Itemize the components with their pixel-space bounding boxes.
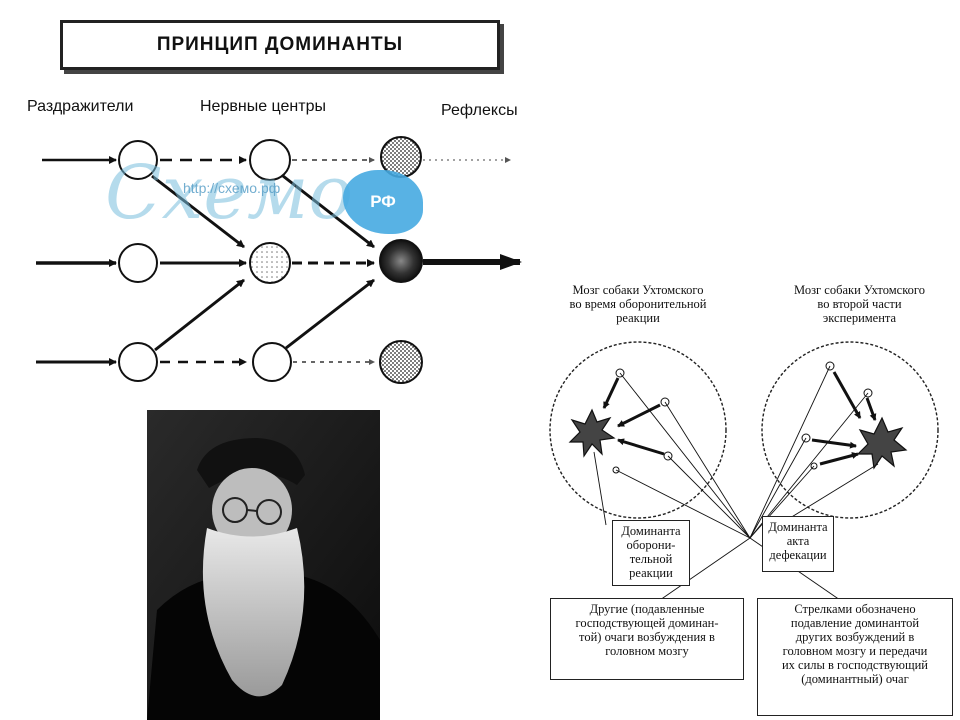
suppressed-foci-box: Другие (подавленные господствующей домин…	[550, 598, 744, 680]
box-line: Доминанта	[621, 524, 681, 538]
center-neuron-3	[252, 342, 292, 382]
center-neuron-1	[249, 139, 291, 181]
reflex-neuron-1	[380, 136, 422, 178]
box-line: оборони-	[626, 538, 676, 552]
right-caption-line-3: эксперимента	[822, 311, 897, 325]
box-line: подавление доминантой	[790, 616, 920, 630]
link-1-2	[151, 174, 245, 249]
right-brain-outline	[761, 341, 939, 519]
left-brain-caption: Мозг собаки Ухтомского во время оборонит…	[548, 283, 728, 325]
label-centers: Нервные центры	[200, 98, 326, 115]
left-caption-line-1: Мозг собаки Ухтомского	[572, 283, 704, 297]
box-line: Другие (подавленные	[589, 602, 705, 616]
stimulus-neuron-2	[118, 243, 158, 283]
title-box: ПРИНЦИП ДОМИНАНТЫ	[60, 20, 500, 70]
label-reflexes: Рефлексы	[441, 102, 518, 119]
box-line: (доминантный) очаг	[801, 672, 909, 686]
box-line: господствующей доминан-	[575, 616, 719, 630]
right-dominant-focus	[856, 416, 908, 470]
dominant-defense-box: Доминанта оборони- тельной реакции	[612, 520, 690, 586]
dominant-reflex-neuron	[379, 239, 423, 283]
diagram-title: ПРИНЦИП ДОМИНАНТЫ	[156, 34, 404, 55]
left-dominant-focus	[568, 408, 616, 458]
left-caption-line-3: реакции	[616, 311, 660, 325]
box-line: головном мозгу и передачи	[782, 644, 928, 658]
beard	[202, 528, 305, 697]
link-3-2	[154, 278, 245, 352]
dominance-network-diagram	[36, 136, 522, 384]
left-brain-outline	[549, 341, 727, 519]
right-caption-line-1: Мозг собаки Ухтомского	[794, 283, 925, 297]
link-c3-r2	[285, 278, 375, 350]
portrait-illustration	[147, 410, 380, 720]
arrows-explanation-box: Стрелками обозначено подавление доминант…	[757, 598, 953, 716]
box-line: Стрелками обозначено	[794, 602, 916, 616]
box-line: их силы в господствующий	[781, 658, 929, 672]
portrait-photo	[147, 410, 380, 720]
dominant-defecation-box: Доминанта акта дефекации	[762, 516, 834, 572]
reflex-neuron-3	[379, 340, 423, 384]
label-stimuli: Раздражители	[27, 98, 134, 115]
box-line: реакции	[629, 566, 673, 580]
left-caption-line-2: во время оборонительной	[569, 297, 707, 311]
link-c1-r2	[282, 174, 375, 249]
cap	[197, 438, 305, 488]
box-line: тельной	[629, 552, 673, 566]
box-line: акта	[786, 534, 810, 548]
center-neuron-2	[249, 242, 291, 284]
right-brain-caption: Мозг собаки Ухтомского во второй части э…	[762, 283, 957, 325]
right-caption-line-2: во второй части	[817, 297, 902, 311]
glasses-right	[256, 499, 282, 525]
stimulus-neuron-1	[118, 140, 158, 180]
box-line: той) очаги возбуждения в	[579, 630, 715, 644]
box-line: дефекации	[769, 548, 827, 562]
box-line: других возбуждений в	[795, 630, 915, 644]
stimulus-neuron-3	[118, 342, 158, 382]
box-line: головном мозгу	[605, 644, 689, 658]
box-line: Доминанта	[768, 520, 828, 534]
